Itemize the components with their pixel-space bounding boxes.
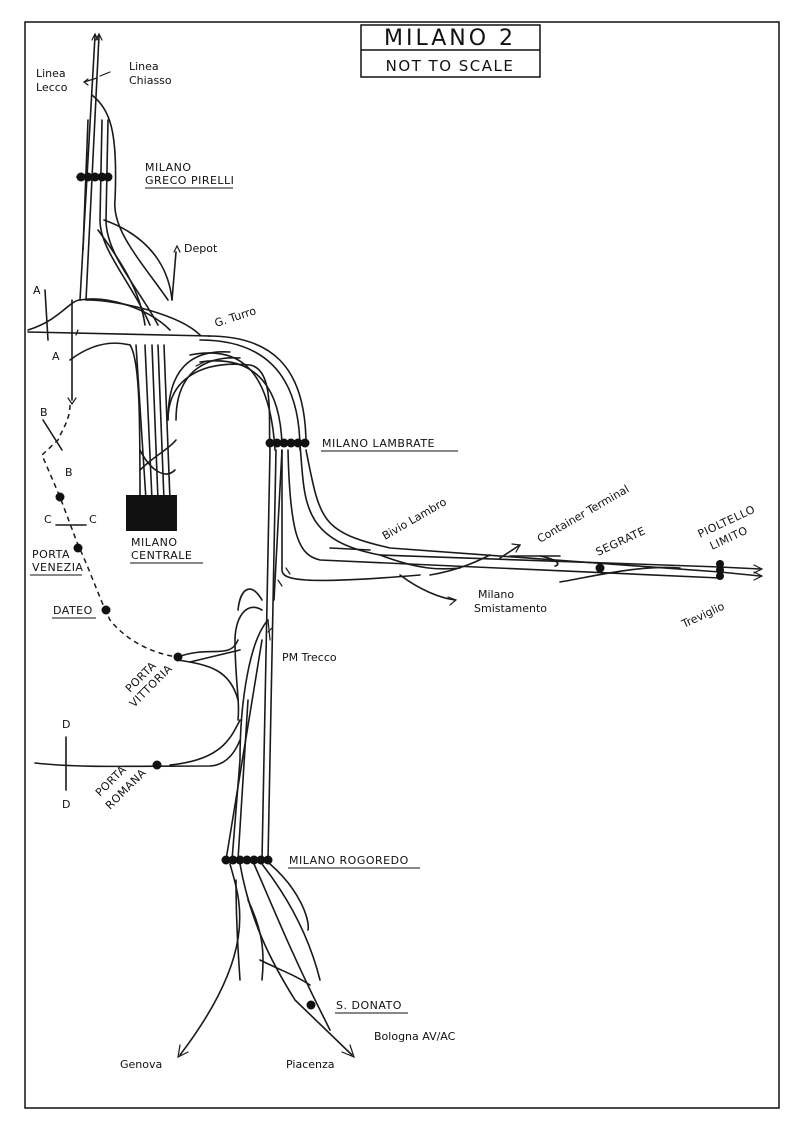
station-segrate: SEGRATE: [594, 524, 648, 558]
label-treviglio: Treviglio: [679, 600, 727, 632]
lambrate-platforms: [265, 438, 310, 448]
label-milano-smistamento-2: Smistamento: [474, 602, 547, 615]
station-s-donato: S. DONATO: [336, 999, 402, 1012]
station-rogoredo: MILANO ROGOREDO: [289, 854, 409, 867]
section-d-top: D: [62, 718, 70, 731]
label-piacenza: Piacenza: [286, 1058, 335, 1071]
pioltello-platforms: [716, 560, 724, 580]
station-dateo: DATEO: [53, 604, 93, 617]
section-c-left: C: [44, 513, 52, 526]
eastern-line-tracks: [277, 444, 764, 606]
station-centrale-line1: MILANO: [131, 536, 178, 549]
map-title: MILANO 2: [384, 26, 516, 51]
station-centrale-line2: CENTRALE: [131, 549, 192, 562]
south-trunk-tracks: [169, 449, 283, 861]
label-linea-left: Linea: [36, 67, 66, 80]
centrale-station-building: [126, 495, 177, 531]
southern-fan-tracks: [177, 863, 355, 1059]
porta-venezia-metro-dot: [73, 543, 83, 553]
label-g-turro: G. Turro: [213, 304, 258, 330]
station-porta-venezia-line1: PORTA: [32, 548, 70, 561]
centrale-approach-tracks: [27, 298, 211, 406]
label-pm-trecco: PM Trecco: [282, 651, 337, 664]
label-linea-right: Linea: [129, 60, 159, 73]
section-c-right: C: [89, 513, 97, 526]
centrale-terminus-tracks: [126, 344, 241, 531]
label-bologna: Bologna AV/AC: [374, 1030, 456, 1043]
label-depot: Depot: [184, 242, 218, 255]
porta-romana-station-dot: [152, 760, 162, 770]
dateo-station-dot: [101, 605, 111, 615]
porta-vittoria-branch: [177, 639, 241, 701]
greco-pirelli-platforms: [76, 172, 113, 182]
section-b-bottom: B: [65, 466, 73, 479]
north-trunk-tracks: [79, 32, 181, 326]
map-subtitle: NOT TO SCALE: [386, 57, 515, 75]
station-porta-venezia-line2: VENEZIA: [32, 561, 83, 574]
title-box: MILANO 2 NOT TO SCALE: [360, 24, 541, 78]
station-greco-line2: GRECO PIRELLI: [145, 174, 234, 187]
label-chiasso: Chiasso: [129, 74, 172, 87]
label-lecco: Lecco: [36, 81, 68, 94]
section-b-top: B: [40, 406, 48, 419]
station-lambrate: MILANO LAMBRATE: [322, 437, 435, 450]
section-a-bottom: A: [52, 350, 60, 363]
station-greco-line1: MILANO: [145, 161, 192, 174]
section-a-top: A: [33, 284, 41, 297]
label-genova: Genova: [120, 1058, 162, 1071]
porta-romana-line: [34, 736, 241, 791]
passante-dashed-line: [41, 289, 179, 658]
map-border: [24, 21, 780, 1109]
rogoredo-platforms: [221, 855, 273, 865]
label-milano-smistamento-1: Milano: [478, 588, 514, 601]
s-donato-station-dot: [306, 1000, 316, 1010]
porta-venezia-station-dot: [55, 492, 65, 502]
label-bivio-lambro: Bivio Lambro: [380, 495, 449, 542]
section-d-bottom: D: [62, 798, 70, 811]
lambrate-loop-tracks: [167, 335, 307, 451]
porta-vittoria-station-dot: [173, 652, 183, 662]
segrate-station-dot: [595, 563, 605, 573]
